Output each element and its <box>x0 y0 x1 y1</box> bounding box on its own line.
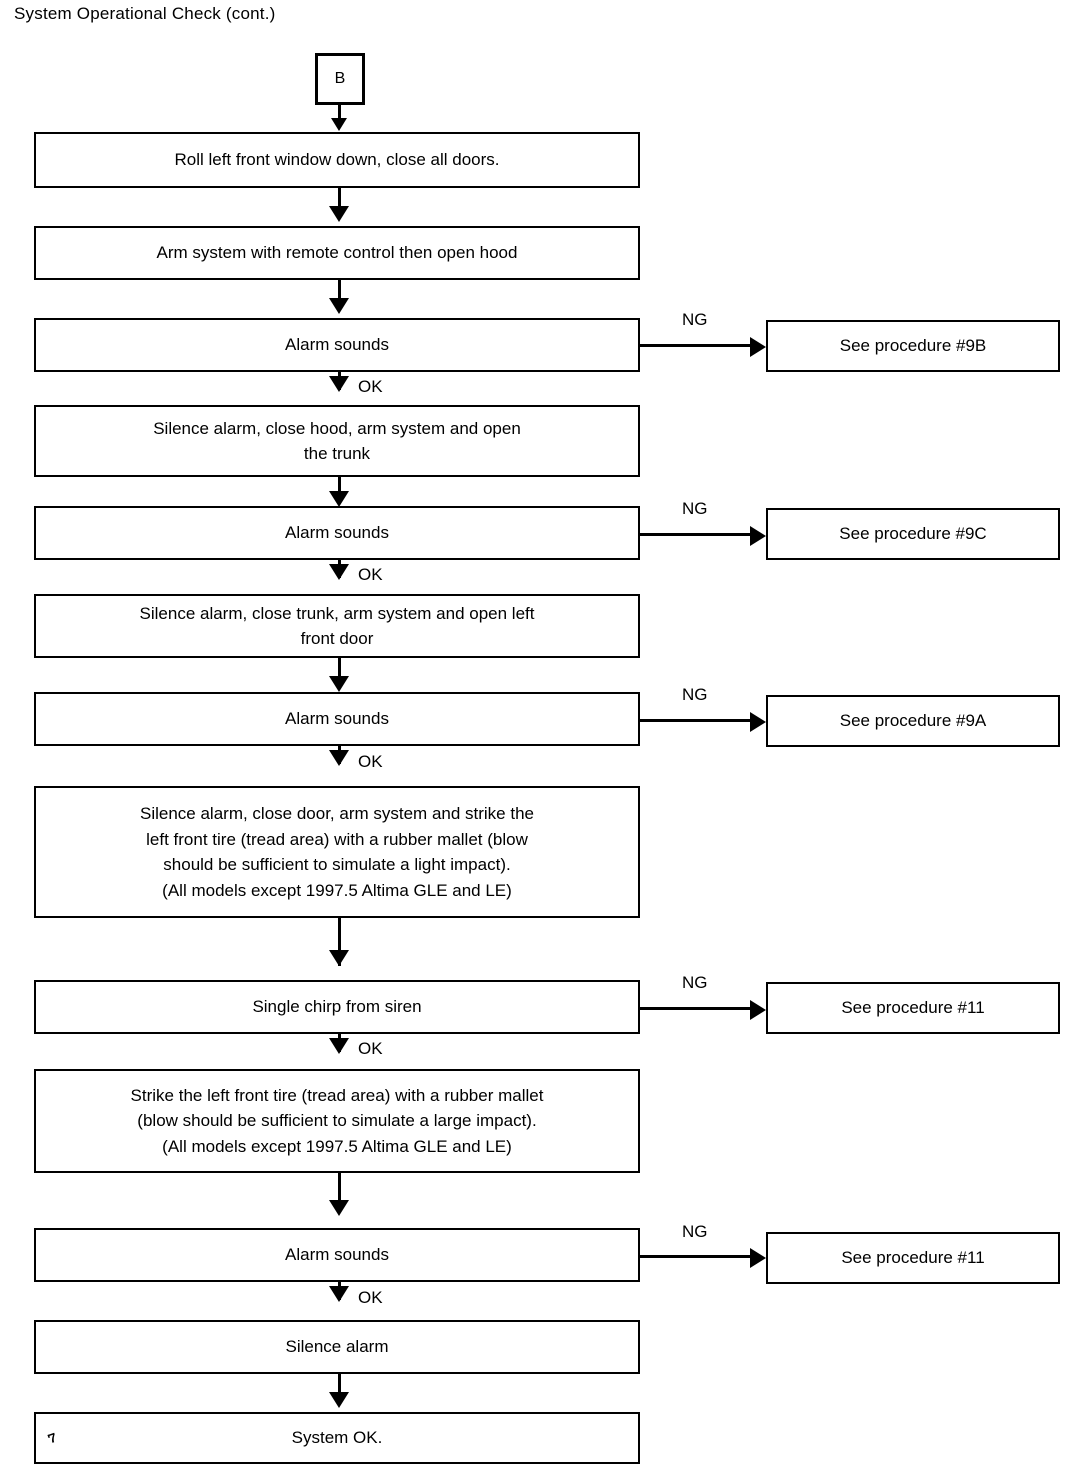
edge-ng-11-impact-arrow <box>750 1248 766 1268</box>
edge-12-13-line <box>338 1374 341 1396</box>
check-alarm-trunk: Alarm sounds <box>34 506 640 560</box>
edge-5-6-arrow <box>329 564 349 580</box>
edge-b-to-step1-line <box>338 105 341 121</box>
edge-ng-9b-line <box>640 344 752 347</box>
step-silence-hood-label: Silence alarm, close hood, arm system an… <box>153 418 521 464</box>
result-system-ok: System OK. <box>34 1412 640 1464</box>
step-roll-window-label: Roll left front window down, close all d… <box>174 150 500 170</box>
page-title: System Operational Check (cont.) <box>14 4 276 23</box>
result-system-ok-label: System OK. <box>291 1428 383 1448</box>
step-silence-alarm-label: Silence alarm <box>285 1337 389 1357</box>
branch-9c-label: See procedure #9C <box>839 524 987 544</box>
edge-ng-11-impact-line <box>640 1255 752 1258</box>
check-alarm-impact: Alarm sounds <box>34 1228 640 1282</box>
step-arm-open-hood-label: Arm system with remote control then open… <box>156 243 518 263</box>
edge-2-3-line <box>338 280 341 302</box>
edge-8-9-line <box>338 918 341 966</box>
edge-10-11-line <box>338 1173 341 1211</box>
edge-8-9-arrow <box>329 950 349 966</box>
connector-b-label: B <box>334 70 346 87</box>
edge-b-to-step1-arrow <box>331 118 347 131</box>
step-silence-hood: Silence alarm, close hood, arm system an… <box>34 405 640 477</box>
edge-5-6-label: OK <box>358 565 383 584</box>
edge-6-7-arrow <box>329 676 349 692</box>
edge-ng-9c-line <box>640 533 752 536</box>
branch-9c: See procedure #9C <box>766 508 1060 560</box>
edge-ng-9b-label: NG <box>682 310 708 329</box>
edge-ng-11-chirp-arrow <box>750 1000 766 1020</box>
branch-11-chirp: See procedure #11 <box>766 982 1060 1034</box>
check-alarm-trunk-label: Alarm sounds <box>285 523 389 543</box>
branch-9a-label: See procedure #9A <box>839 711 987 731</box>
step-strike-light-label: Silence alarm, close door, arm system an… <box>140 804 534 900</box>
edge-ng-9c-label: NG <box>682 499 708 518</box>
check-alarm-door: Alarm sounds <box>34 692 640 746</box>
edge-ng-9b-arrow <box>750 337 766 357</box>
step-roll-window: Roll left front window down, close all d… <box>34 132 640 188</box>
check-alarm-hood: Alarm sounds <box>34 318 640 372</box>
step-arm-open-hood: Arm system with remote control then open… <box>34 226 640 280</box>
check-single-chirp: Single chirp from siren <box>34 980 640 1034</box>
step-strike-large-label: Strike the left front tire (tread area) … <box>130 1085 544 1156</box>
edge-9-10-arrow <box>329 1038 349 1054</box>
edge-ng-11-chirp-line <box>640 1007 752 1010</box>
check-alarm-door-label: Alarm sounds <box>285 709 389 729</box>
edge-10-11-arrow <box>329 1200 349 1216</box>
step-strike-large: Strike the left front tire (tread area) … <box>34 1069 640 1173</box>
edge-11-12-arrow <box>329 1286 349 1302</box>
edge-11-12-label: OK <box>358 1288 383 1307</box>
edge-7-8-label: OK <box>358 752 383 771</box>
branch-11-chirp-label: See procedure #11 <box>841 998 985 1018</box>
edge-ng-9a-line <box>640 719 752 722</box>
branch-9a: See procedure #9A <box>766 695 1060 747</box>
connector-b: B <box>315 53 365 105</box>
branch-11-impact: See procedure #11 <box>766 1232 1060 1284</box>
edge-2-3-arrow <box>329 298 349 314</box>
edge-ng-11-chirp-label: NG <box>682 973 708 992</box>
edge-7-8-arrow <box>329 750 349 766</box>
edge-9-10-label: OK <box>358 1039 383 1058</box>
branch-11-impact-label: See procedure #11 <box>841 1248 985 1268</box>
step-silence-trunk-label: Silence alarm, close trunk, arm system a… <box>139 603 535 649</box>
edge-4-5-line <box>338 477 341 495</box>
edge-4-5-arrow <box>329 491 349 507</box>
edge-3-4-arrow <box>329 376 349 392</box>
edge-ng-9a-label: NG <box>682 685 708 704</box>
edge-3-4-label: OK <box>358 377 383 396</box>
edge-ng-9c-arrow <box>750 526 766 546</box>
check-single-chirp-label: Single chirp from siren <box>252 997 422 1017</box>
edge-1-2-line <box>338 188 341 210</box>
step-silence-trunk: Silence alarm, close trunk, arm system a… <box>34 594 640 658</box>
edge-6-7-line <box>338 658 341 680</box>
branch-9b: See procedure #9B <box>766 320 1060 372</box>
check-alarm-impact-label: Alarm sounds <box>285 1245 389 1265</box>
edge-ng-11-impact-label: NG <box>682 1222 708 1241</box>
edge-12-13-arrow <box>329 1392 349 1408</box>
check-alarm-hood-label: Alarm sounds <box>285 335 389 355</box>
step-strike-light: Silence alarm, close door, arm system an… <box>34 786 640 918</box>
branch-9b-label: See procedure #9B <box>839 336 987 356</box>
step-silence-alarm: Silence alarm <box>34 1320 640 1374</box>
edge-ng-9a-arrow <box>750 712 766 732</box>
edge-1-2-arrow <box>329 206 349 222</box>
